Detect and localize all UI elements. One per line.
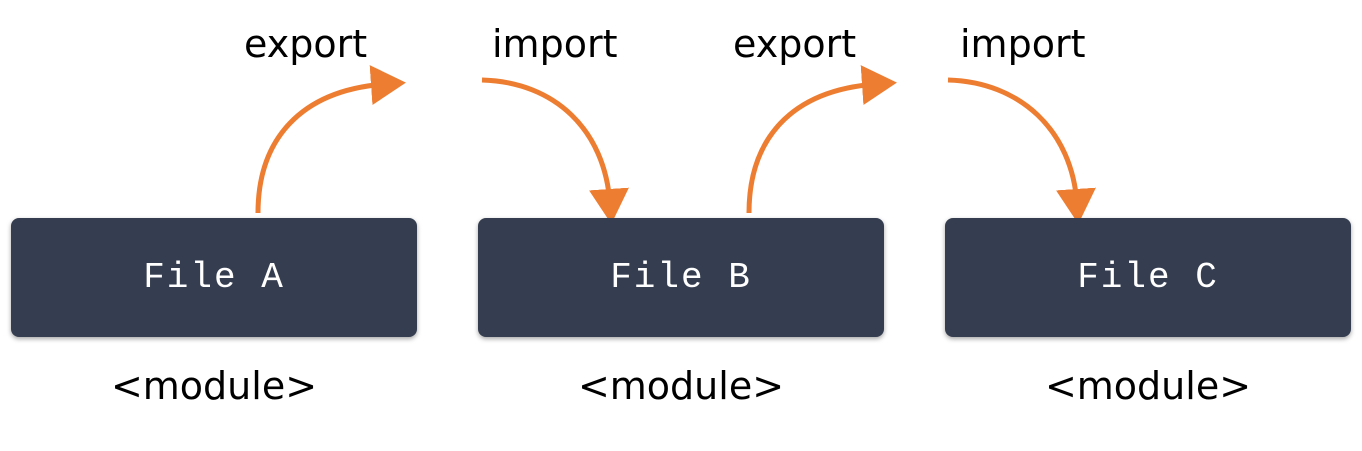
export-arrow-b [746,65,897,214]
file-b-box: File B [478,218,884,337]
import-arrow-c [947,77,1096,224]
import-label-b: import [492,22,618,66]
export-arrow-a [255,65,406,214]
import-label-c: import [960,22,1086,66]
export-label-b: export [733,22,857,66]
file-c-label: File C [1077,257,1219,298]
import-arrow-b [481,77,629,224]
module-caption-a: <module> [110,364,318,408]
export-label-a: export [244,22,368,66]
file-b-label: File B [610,257,752,298]
file-c-box: File C [945,218,1351,337]
file-a-box: File A [11,218,417,337]
module-caption-c: <module> [1044,364,1252,408]
module-caption-b: <module> [577,364,785,408]
file-a-label: File A [143,257,285,298]
